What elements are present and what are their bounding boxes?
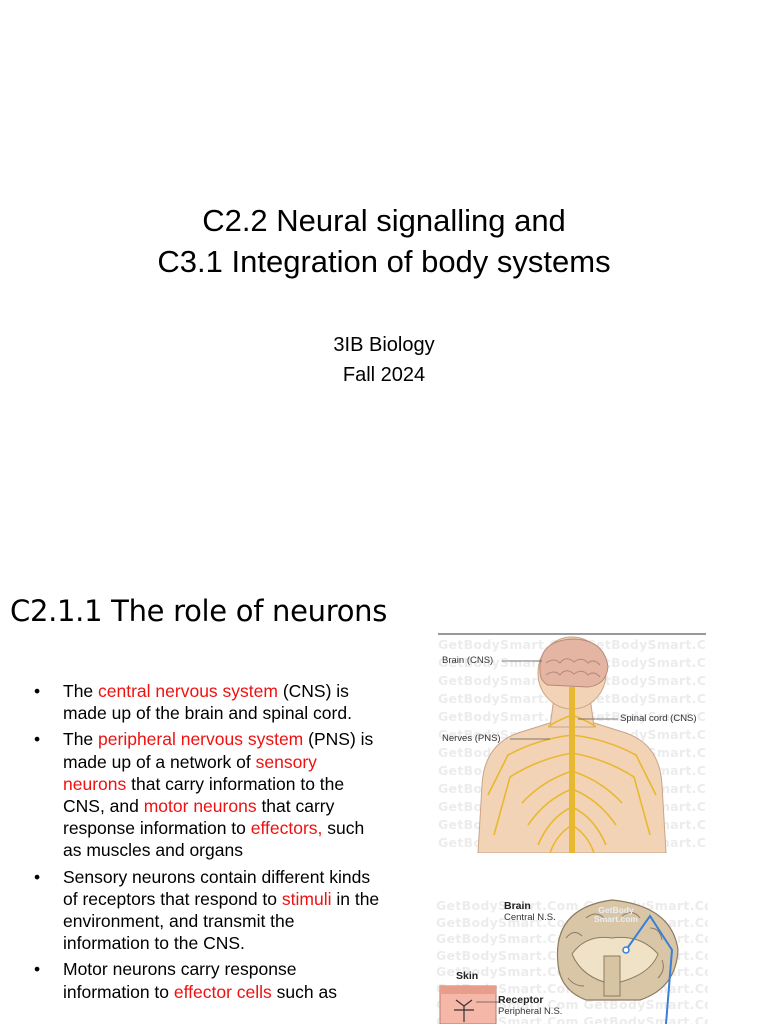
bullet-text: that carry response information to	[63, 796, 335, 839]
title-slide: C2.2 Neural signalling and C3.1 Integrat…	[0, 200, 768, 390]
bullet-list: The central nervous system (CNS) is made…	[34, 680, 384, 1007]
key-term: central nervous system	[98, 681, 278, 701]
slide-subtitle: 3IB Biology Fall 2024	[0, 330, 768, 390]
watermark-text: GetBodySmart.Com GetBodySmart.Com	[436, 1013, 708, 1024]
course-name: 3IB Biology	[333, 334, 435, 356]
label-spinal-cord-cns: Spinal cord (CNS)	[620, 713, 697, 724]
bullet-text: such as muscles and organs	[63, 818, 365, 861]
label-central-ns: Central N.S.	[504, 912, 556, 923]
brain-section-illustration	[439, 899, 679, 1024]
bullet-text: in the environment, and transmit the inf…	[63, 888, 380, 954]
key-term: motor neurons	[143, 796, 257, 817]
bullet-text: The	[63, 729, 99, 750]
bullet-text: (PNS) is made up of a network of	[63, 729, 374, 772]
label-brain-cns: Brain (CNS)	[442, 655, 494, 666]
content-slide: C2.1.1 The role of neurons The central n…	[0, 576, 768, 1024]
bullet-text: such as	[271, 981, 337, 1002]
term: Fall 2024	[342, 364, 426, 386]
bullet-item: Sensory neurons contain different kinds …	[34, 866, 384, 955]
getbodysmart-logo: GetBody Smart.com	[594, 905, 638, 924]
slide-title: C2.1.1 The role of neurons	[10, 594, 388, 628]
label-brain: Brain	[504, 900, 531, 912]
label-nerves-pns: Nerves (PNS)	[442, 733, 501, 744]
nervous-system-figure: GetBodySmart.Com GetBodySmart.ComGetBody…	[438, 633, 706, 853]
bullet-text: Sensory neurons contain different kinds …	[63, 866, 371, 909]
watermark-text: GetBodySmart.Com GetBodySmart.Com	[436, 997, 708, 1012]
label-receptor: Receptor	[498, 994, 544, 1006]
bullet-text: that carry information to the CNS, and	[63, 773, 345, 817]
bullet-text: Motor neurons carry response information…	[63, 959, 297, 1002]
label-peripheral-ns: Peripheral N.S.	[498, 1006, 563, 1017]
bullet-text: The	[63, 681, 99, 701]
body-illustration	[477, 636, 667, 853]
title-line-2: C3.1 Integration of body systems	[157, 244, 611, 279]
key-term: peripheral nervous system	[98, 729, 304, 750]
key-term: stimuli	[281, 888, 332, 909]
slide-title: C2.2 Neural signalling and C3.1 Integrat…	[0, 200, 768, 282]
bullet-item: The central nervous system (CNS) is made…	[34, 680, 384, 724]
key-term: effectors,	[250, 818, 323, 839]
bullet-text: (CNS) is made up of the brain and spinal…	[63, 681, 352, 724]
label-skin: Skin	[456, 970, 479, 982]
title-line-1: C2.2 Neural signalling and	[202, 203, 566, 238]
key-term: effector cells	[173, 981, 272, 1002]
bullet-item: Motor neurons carry response information…	[34, 958, 384, 1002]
key-term: sensory neurons	[63, 751, 317, 794]
bullet-item: The peripheral nervous system (PNS) is m…	[34, 728, 384, 861]
